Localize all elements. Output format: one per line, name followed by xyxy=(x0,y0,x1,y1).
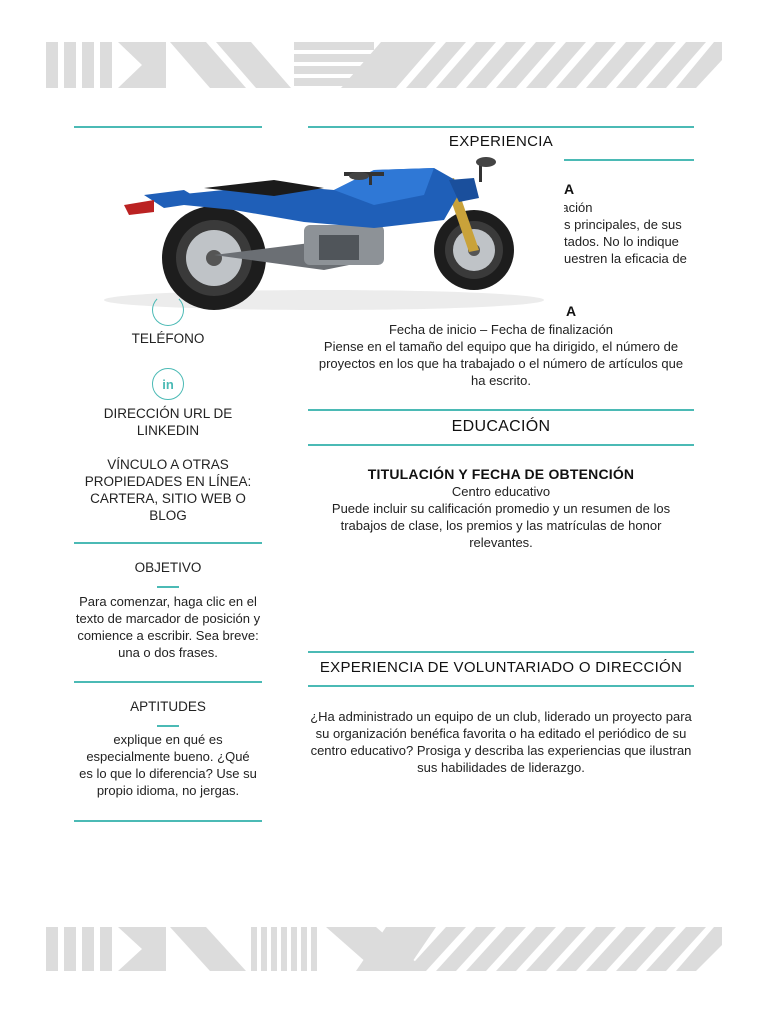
bottom-decorative-banner xyxy=(46,925,722,973)
skills-top-divider xyxy=(74,681,262,683)
phone-icon xyxy=(152,294,184,326)
experience-item1-desc-line: uestren la eficacia de xyxy=(564,251,687,266)
education-description: Puede incluir su calificación promedio y… xyxy=(331,501,671,550)
education-top-divider xyxy=(308,409,694,411)
objective-text: Para comenzar, haga clic en el texto de … xyxy=(75,594,261,660)
skills-bottom-divider xyxy=(74,820,262,822)
volunteer-description: ¿Ha administrado un equipo de un club, l… xyxy=(310,709,692,775)
skills-heading: APTITUDES xyxy=(130,699,206,714)
skills-accent-dash xyxy=(157,725,179,727)
education-school: Centro educativo xyxy=(451,484,551,499)
experience-item1-title-partial: A xyxy=(564,181,575,197)
online-properties-label: VÍNCULO A OTRAS PROPIEDADES EN LÍNEA: CA… xyxy=(84,457,252,523)
volunteer-top-divider xyxy=(308,651,694,653)
left-top-divider xyxy=(74,126,262,128)
objective-heading: OBJETIVO xyxy=(134,560,202,575)
experience-item1-dates-partial: ización xyxy=(552,200,593,215)
education-heading: EDUCACIÓN xyxy=(451,418,551,435)
experience-item1-desc-line: s principales, de sus xyxy=(564,217,682,232)
experience-item2-title-partial: A xyxy=(566,303,577,319)
education-bottom-divider xyxy=(308,444,694,446)
linkedin-url-label: DIRECCIÓN URL DE LINKEDIN xyxy=(103,406,233,438)
objective-top-divider xyxy=(74,542,262,544)
education-degree-title: TITULACIÓN Y FECHA DE OBTENCIÓN xyxy=(367,466,635,482)
objective-accent-dash xyxy=(157,586,179,588)
motorcycle-photo xyxy=(74,150,564,315)
linkedin-icon[interactable]: in xyxy=(152,368,184,400)
top-decorative-banner xyxy=(46,40,722,90)
experience-item1-desc-line: tados. No lo indique xyxy=(564,234,679,249)
skills-text: explique en qué es especialmente bueno. … xyxy=(79,732,257,798)
experience-item2-dates: Fecha de inicio – Fecha de finalización xyxy=(388,322,614,337)
experience-heading: EXPERIENCIA xyxy=(448,133,554,150)
experience-top-divider xyxy=(308,126,694,128)
volunteer-bottom-divider xyxy=(308,685,694,687)
volunteer-heading: EXPERIENCIA DE VOLUNTARIADO O DIRECCIÓN xyxy=(319,659,683,676)
phone-label: TELÉFONO xyxy=(131,331,205,346)
experience-item2-description: Piense en el tamaño del equipo que ha di… xyxy=(318,339,684,388)
